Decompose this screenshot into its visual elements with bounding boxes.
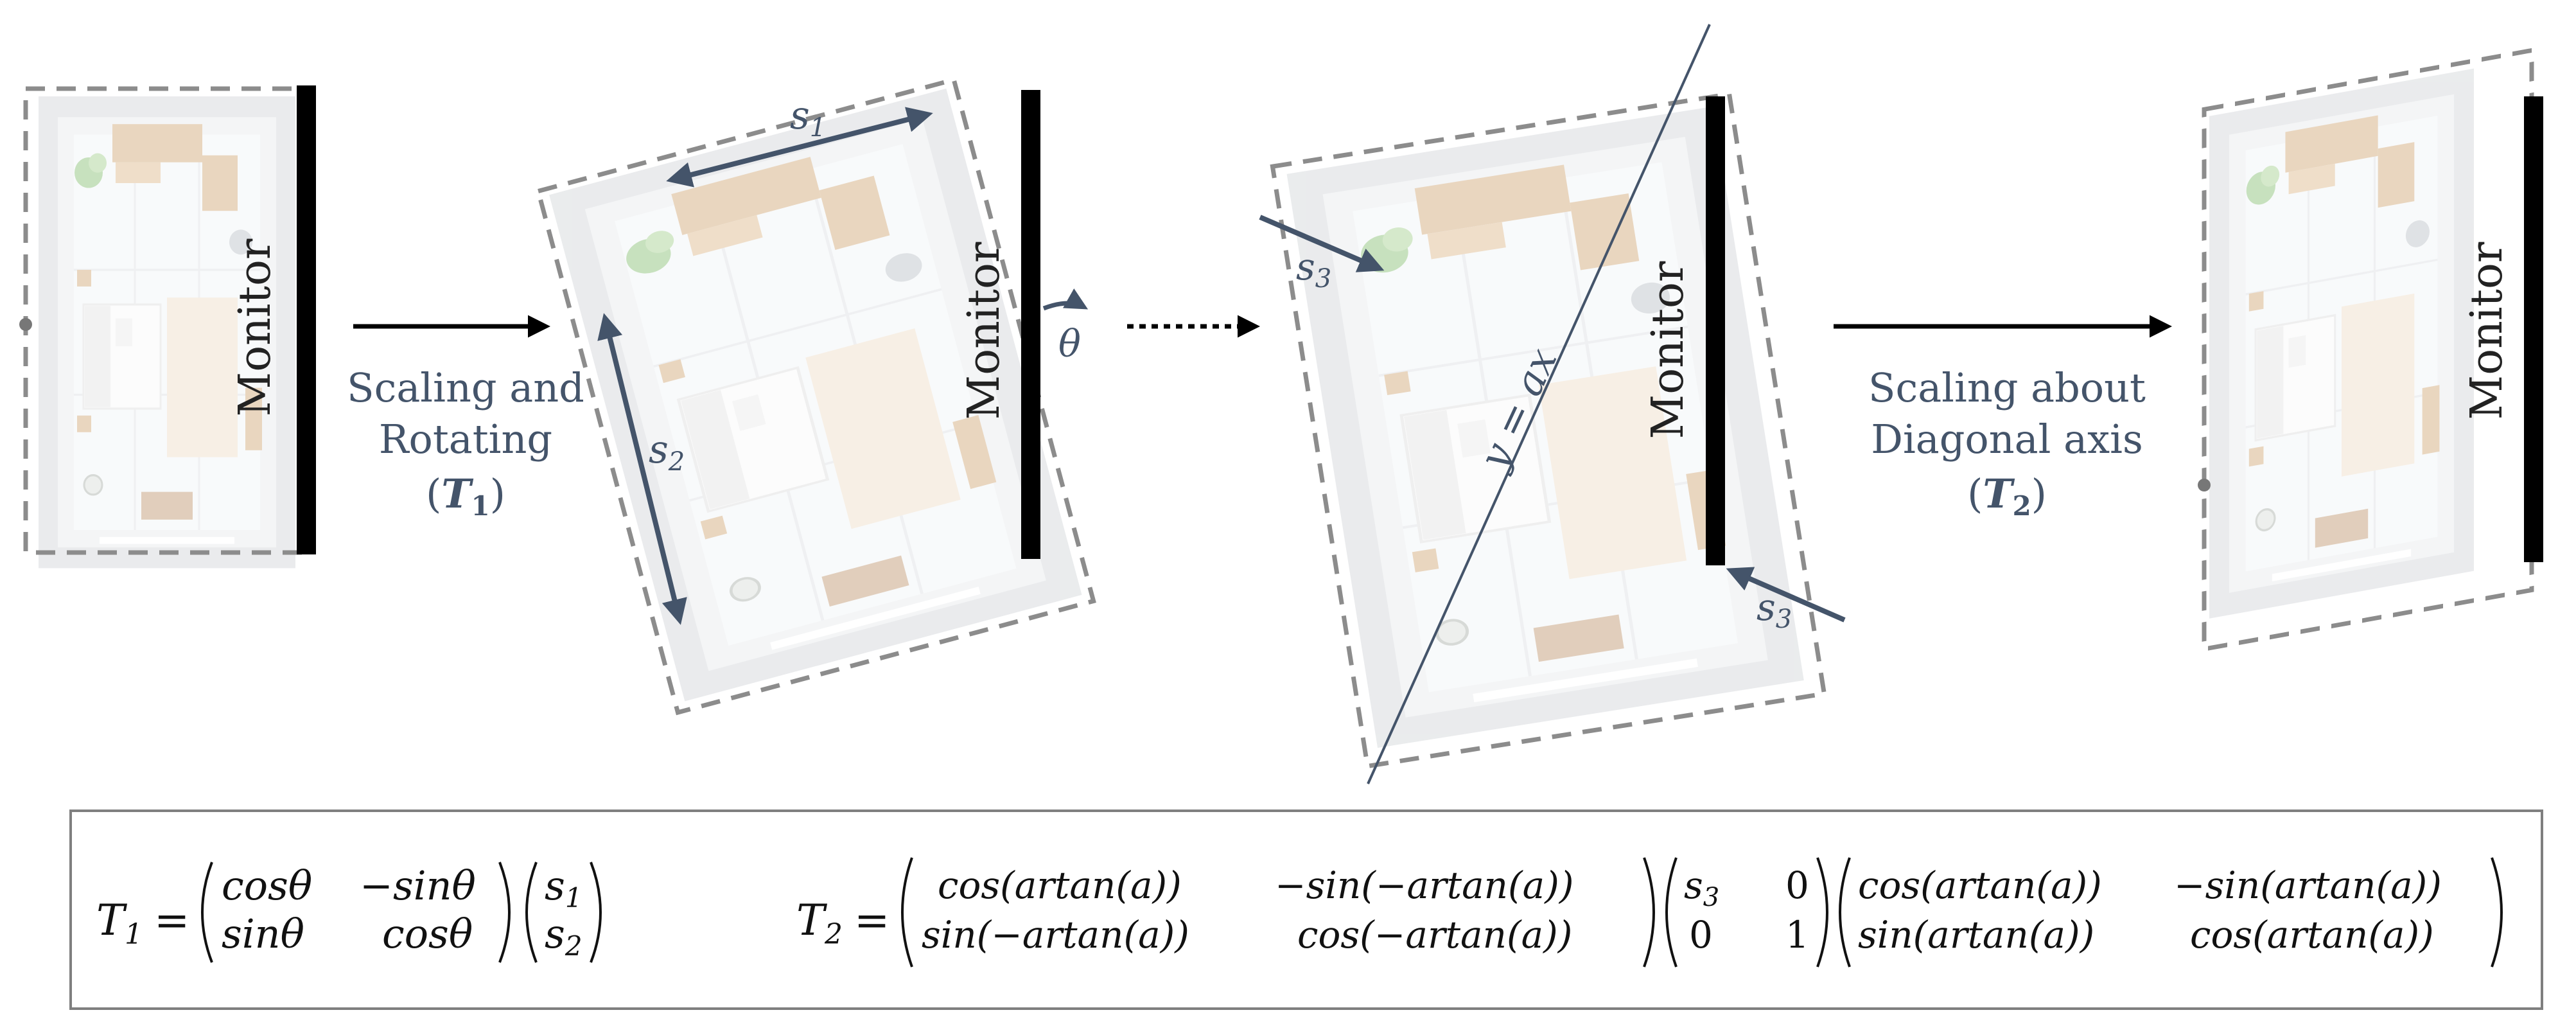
eq-t1-vec-2: s2 — [545, 910, 583, 962]
eq-t1-rot-lparen — [201, 862, 213, 963]
eq-t1-vec-lparen — [525, 862, 538, 963]
eq-t2-m1-rparen — [1643, 857, 1655, 968]
eq-t1-rot-21: sinθ — [222, 910, 304, 957]
eq-t1-equals: = — [154, 896, 189, 945]
eq-t1-rot-rparen — [498, 862, 511, 963]
s3-lower-arrow — [1726, 567, 1846, 623]
eq-t2-m2-21: 0 — [1689, 913, 1713, 957]
s3-upper-label: s3 — [1296, 245, 1331, 294]
eq-t2-m1-11: cos(artan(a)) — [938, 863, 1182, 907]
t2-caption-line2: Diagonal axis — [1871, 416, 2143, 463]
eq-t2-m1-21: sin(−artan(a)) — [922, 913, 1189, 957]
equation-t1: T1 = cosθ −sinθ sinθ cosθ s1 s2 — [96, 862, 602, 963]
eq-t1-lhs: T1 — [96, 896, 143, 951]
t2-caption-line1: Scaling about — [1868, 364, 2146, 411]
eq-t2-m1-22: cos(−artan(a)) — [1297, 913, 1572, 957]
s3-upper-arrow — [1259, 215, 1385, 272]
s3-lower-label: s3 — [1757, 585, 1792, 634]
t1-caption-sub: 1 — [471, 490, 489, 522]
eq-t1-rot-22: cosθ — [382, 910, 473, 957]
eq-t2-m3-lparen — [1839, 857, 1851, 968]
s1-arrow — [666, 107, 933, 188]
s2-label: s2 — [649, 427, 685, 477]
eq-t1-rot-11: cosθ — [222, 862, 312, 909]
t2-caption-symbol: (T2) — [1967, 470, 2047, 522]
eq-t2-m2-22: 1 — [1785, 913, 1809, 957]
stage4-monitor-bar — [2524, 96, 2543, 562]
eq-t1-vec-1: s1 — [545, 862, 583, 914]
diagonal-axis-line — [1367, 24, 1711, 784]
stage1-monitor-bar — [297, 85, 316, 554]
eq-t2-m1-12: −sin(−artan(a)) — [1275, 863, 1574, 907]
eq-t1-rot-12: −sinθ — [360, 862, 476, 909]
equation-box — [69, 809, 2543, 1010]
eq-t2-m2-lparen — [1665, 857, 1678, 968]
theta-label: θ — [1058, 322, 1081, 366]
stage3-monitor-label: Monitor — [1643, 261, 1694, 439]
eq-t2-m2-12: 0 — [1785, 863, 1809, 907]
stage4-monitor-label: Monitor — [2462, 242, 2512, 420]
s2-arrow — [597, 313, 687, 625]
s1-label: s1 — [790, 93, 826, 143]
eq-t2-equals: = — [854, 896, 889, 945]
t1-caption: Scaling and Rotating (T1) — [347, 364, 584, 522]
eq-t2-m3-11: cos(artan(a)) — [1858, 863, 2102, 907]
stage1-monitor-label: Monitor — [230, 238, 281, 416]
stage-scaled-rotated: Monitor s1 s2 θ — [535, 76, 1096, 716]
t1-caption-line1: Scaling and — [347, 364, 584, 411]
stage-final: Monitor — [2198, 48, 2543, 652]
equation-t2: T2 = cos(artan(a)) −sin(−artan(a)) sin(−… — [796, 857, 2503, 968]
stage3-dashed-frame — [1270, 91, 1827, 769]
stage3-monitor-bar — [1706, 96, 1725, 565]
eq-t2-m3-rparen — [2491, 857, 2503, 968]
eq-t2-m2-rparen — [1816, 857, 1828, 968]
stage2-monitor-label: Monitor — [959, 242, 1010, 420]
stage4-pivot-dot — [2198, 479, 2211, 491]
stage-diagonal-axis: Monitor y = ax s3 s3 — [1259, 24, 1846, 784]
eq-t2-m3-12: −sin(artan(a)) — [2174, 863, 2442, 907]
theta-arc — [1042, 288, 1089, 311]
stage-original: Monitor — [19, 85, 316, 570]
t1-caption-T: T — [441, 470, 473, 517]
eq-t2-lhs: T2 — [796, 896, 843, 951]
eq-t2-m3-21: sin(artan(a)) — [1858, 913, 2094, 957]
t1-caption-line2: Rotating — [379, 416, 552, 463]
stage1-pivot-dot — [19, 318, 32, 331]
t2-caption: Scaling about Diagonal axis (T2) — [1868, 364, 2146, 522]
eq-t2-m3-22: cos(artan(a)) — [2190, 913, 2434, 957]
stage2-monitor-bar — [1021, 90, 1040, 559]
eq-t2-m1-lparen — [901, 857, 913, 968]
eq-t1-vec-rparen — [590, 862, 602, 963]
eq-t2-m2-11: s3 — [1684, 863, 1719, 912]
t1-caption-symbol: (T1) — [426, 470, 505, 522]
